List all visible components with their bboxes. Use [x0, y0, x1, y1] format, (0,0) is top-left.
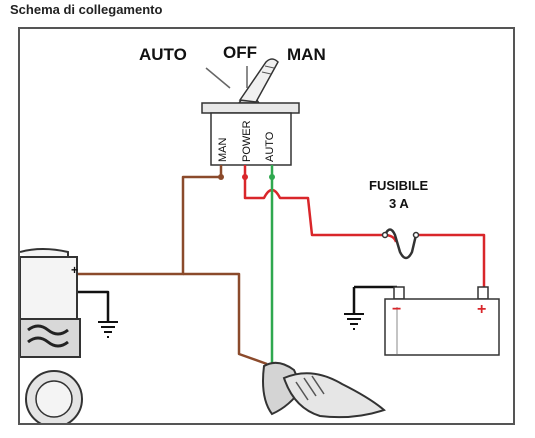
pump-ground-wire	[77, 290, 110, 322]
lever-ridge	[261, 71, 272, 75]
switch-auto-label: AUTO	[139, 45, 187, 64]
pump-wave	[27, 336, 69, 348]
pump-ground-icon	[98, 321, 118, 338]
pump-impeller	[35, 380, 73, 418]
pump-wave	[27, 324, 69, 336]
battery-body	[384, 298, 500, 356]
wiring-diagram: AUTO OFF MAN MAN POWER AUTO	[18, 27, 515, 425]
fuse-element	[383, 228, 418, 260]
auto-position-tick	[205, 67, 231, 89]
float-ridge	[295, 381, 309, 401]
battery	[384, 286, 500, 356]
man-wire	[77, 165, 223, 276]
battery-ground-icon	[344, 313, 364, 330]
fuse	[381, 228, 420, 260]
fuse-terminal-left	[381, 231, 389, 239]
pump-base	[20, 318, 81, 358]
switch-off-label: OFF	[223, 43, 257, 62]
fuse-label: FUSIBILE	[369, 178, 429, 193]
switch-body	[210, 112, 292, 166]
man-wire-to-float	[183, 272, 268, 366]
float-ridge	[311, 375, 325, 395]
switch-lever	[238, 58, 279, 103]
switch-bezel	[201, 102, 300, 114]
wiring-diagram-svg: AUTO OFF MAN MAN POWER AUTO	[20, 43, 500, 423]
battery-plus-sign: +	[477, 301, 486, 318]
wiring	[77, 165, 486, 366]
power-terminal-dot	[242, 174, 248, 180]
terminal-auto-label: AUTO	[264, 131, 276, 162]
fuse-terminal-right	[412, 231, 420, 239]
pump-plus-sign: +	[71, 263, 78, 277]
diagram-title: Schema di collegamento	[10, 2, 163, 17]
bilge-pump	[20, 248, 83, 423]
toggle-switch[interactable]	[201, 58, 300, 166]
switch-man-label: MAN	[287, 45, 326, 64]
man-terminal-dot	[218, 174, 224, 180]
lever-ridge	[264, 65, 275, 69]
float-arm	[282, 372, 386, 419]
terminal-power-label: POWER	[241, 120, 253, 162]
float-ridge	[303, 377, 317, 397]
battery-minus-sign: −	[392, 301, 401, 318]
battery-positive-wire	[415, 233, 486, 289]
battery-positive-post	[477, 286, 489, 300]
terminal-man-label: MAN	[217, 138, 229, 163]
power-wire	[243, 165, 398, 243]
fuse-rating-label: 3 A	[389, 196, 409, 211]
float-switch	[262, 361, 386, 419]
pump-body	[20, 256, 78, 320]
battery-negative-post	[393, 286, 405, 300]
auto-terminal-dot	[269, 174, 275, 180]
